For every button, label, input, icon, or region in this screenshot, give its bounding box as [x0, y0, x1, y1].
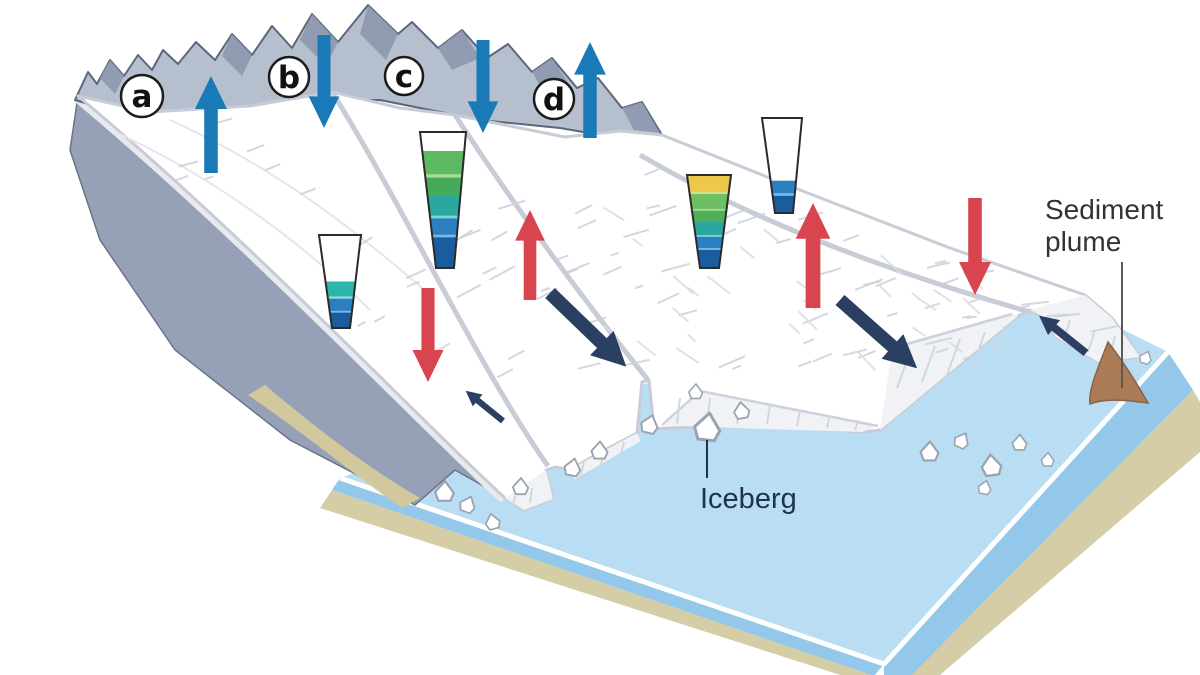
mountain-shadow-facet: [622, 102, 660, 133]
sediment-plume-shape: [1089, 340, 1150, 406]
waterline-edge: [339, 350, 1170, 667]
gauge-band: [687, 175, 731, 193]
gauge-band: [420, 151, 466, 175]
gauge-band: [687, 236, 731, 249]
gauge-d-full-outline: [685, 174, 733, 269]
gauge-band: [687, 248, 731, 251]
sediment-plume-label-line1: Sediment: [1045, 194, 1164, 225]
gauge-band: [319, 281, 361, 298]
texture-region: [602, 206, 818, 364]
water-side-right: [884, 352, 1193, 675]
gauge-band: [420, 195, 466, 217]
glacier-lobes: [76, 90, 1142, 512]
fjord-water-block: [320, 298, 1200, 675]
mountain-shadow-facet: [100, 60, 124, 94]
seabed-front-right: [912, 390, 1200, 675]
mountain-shadow-facet: [438, 30, 480, 70]
panel-label-d: d: [532, 77, 576, 121]
gauge-band: [687, 222, 731, 236]
gauge-band: [319, 235, 361, 283]
sediment-plume-callout: Sediment plume: [1045, 194, 1164, 388]
mountain-shadow-facet: [222, 34, 252, 76]
iceberg-callout: Iceberg: [700, 440, 797, 515]
gauge-band: [319, 310, 361, 314]
panel-label-circle: [119, 73, 165, 119]
lobe-edge-2: [452, 113, 650, 382]
water-side-left: [332, 478, 884, 675]
panel-label-b: b: [267, 55, 311, 99]
panel-label-letter: c: [395, 59, 413, 95]
gauge-band: [420, 177, 466, 197]
mountain-shadow-facet: [360, 5, 398, 60]
gauge-band: [420, 132, 466, 152]
gauge-band: [687, 191, 731, 195]
gauge-band: [319, 296, 361, 300]
gauge-band: [687, 194, 731, 210]
panel-label-letter: d: [543, 82, 565, 118]
water-surface: [340, 298, 1168, 664]
panel-label-circle: [267, 55, 311, 99]
crevasse-texture-layer: [170, 117, 1118, 379]
gauge-band: [420, 234, 466, 239]
sediment-plume-label-line2: plume: [1045, 226, 1121, 257]
panel-label-a: a: [119, 73, 165, 119]
lobe-edge-1: [329, 90, 551, 468]
panel-label-circle: [532, 77, 576, 121]
texture-region: [348, 228, 497, 352]
panel-label-c: c: [383, 55, 425, 97]
gauge-band: [687, 235, 731, 238]
gauge-band: [420, 174, 466, 179]
panel-label-letter: b: [278, 60, 300, 96]
panel-label-letter: a: [132, 79, 153, 115]
gauge-d-low-outline: [760, 117, 804, 214]
terminus-face-a: [505, 470, 553, 510]
seabed-front-left: [320, 490, 872, 675]
gauge-band: [420, 215, 466, 220]
gauge-c-outline: [418, 131, 468, 269]
glacier-outline: [76, 90, 1142, 512]
gauge-band: [762, 193, 802, 197]
terminus-striations: [512, 319, 1116, 509]
gauge-band: [687, 208, 731, 212]
rock-sediment-band: [248, 385, 420, 508]
iceberg-label: Iceberg: [700, 483, 797, 515]
gauge-band: [687, 210, 731, 223]
gauge-b-outline: [317, 234, 363, 329]
panel-label-circle: [383, 55, 425, 97]
terminus-brow-right: [892, 312, 1013, 350]
